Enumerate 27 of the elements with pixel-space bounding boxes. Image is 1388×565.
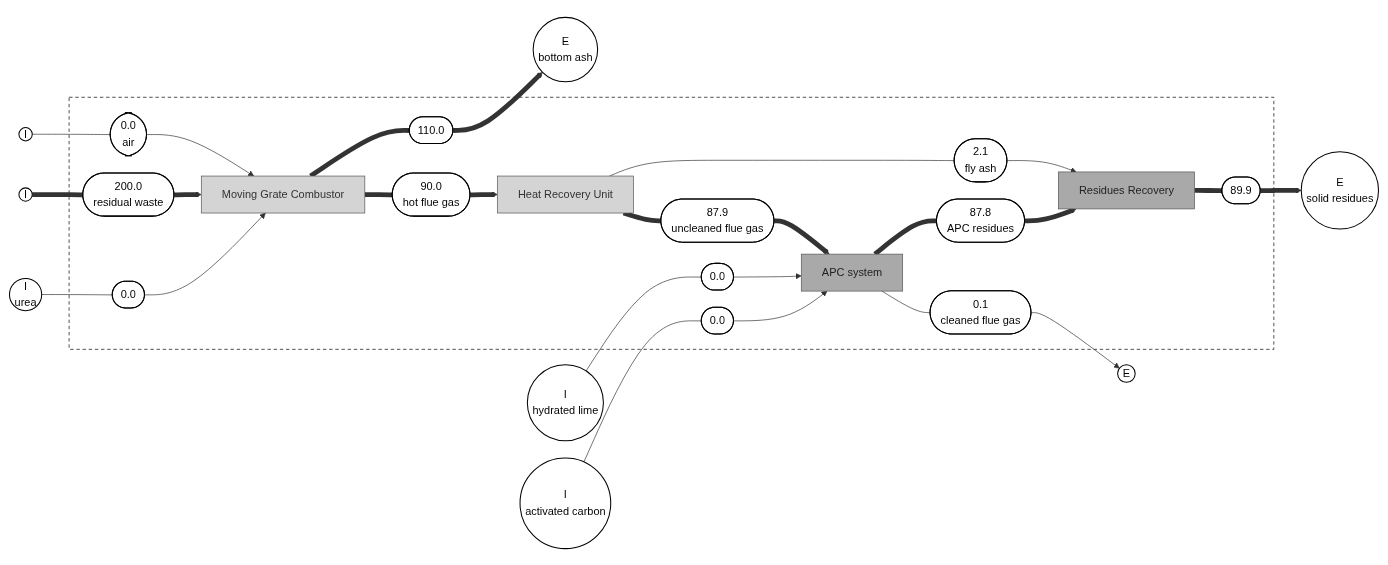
- connector: [32, 191, 84, 197]
- node-circle: I activated carbon: [519, 456, 612, 549]
- arrow: [174, 191, 202, 198]
- node-circle: E: [1117, 363, 1136, 383]
- arrow: [1260, 186, 1302, 193]
- arrow: [453, 71, 543, 133]
- node-circle: I: [18, 186, 33, 202]
- connector: [583, 320, 702, 462]
- connector: [1194, 187, 1223, 193]
- arrow: [470, 191, 498, 198]
- connector: [31, 133, 111, 135]
- arrow: [774, 217, 830, 254]
- connector: [585, 276, 702, 371]
- node-box: Moving Grate Combustor: [200, 175, 366, 213]
- node-circle: I hydrated lime: [526, 363, 604, 441]
- connector: [364, 191, 393, 197]
- node-box: APC system: [800, 253, 903, 291]
- node-circle: I urea: [8, 277, 43, 311]
- arrow: [1024, 207, 1077, 223]
- node-circle: I: [18, 126, 33, 141]
- node-box: Residues Recovery: [1058, 171, 1195, 209]
- cluster: [68, 96, 1275, 350]
- connector: [881, 290, 931, 313]
- node-circle: E bottom ash: [532, 16, 599, 82]
- node-circle: E solid residues: [1300, 150, 1380, 230]
- node-box: Heat Recovery Unit: [497, 175, 634, 213]
- connector: [41, 293, 113, 295]
